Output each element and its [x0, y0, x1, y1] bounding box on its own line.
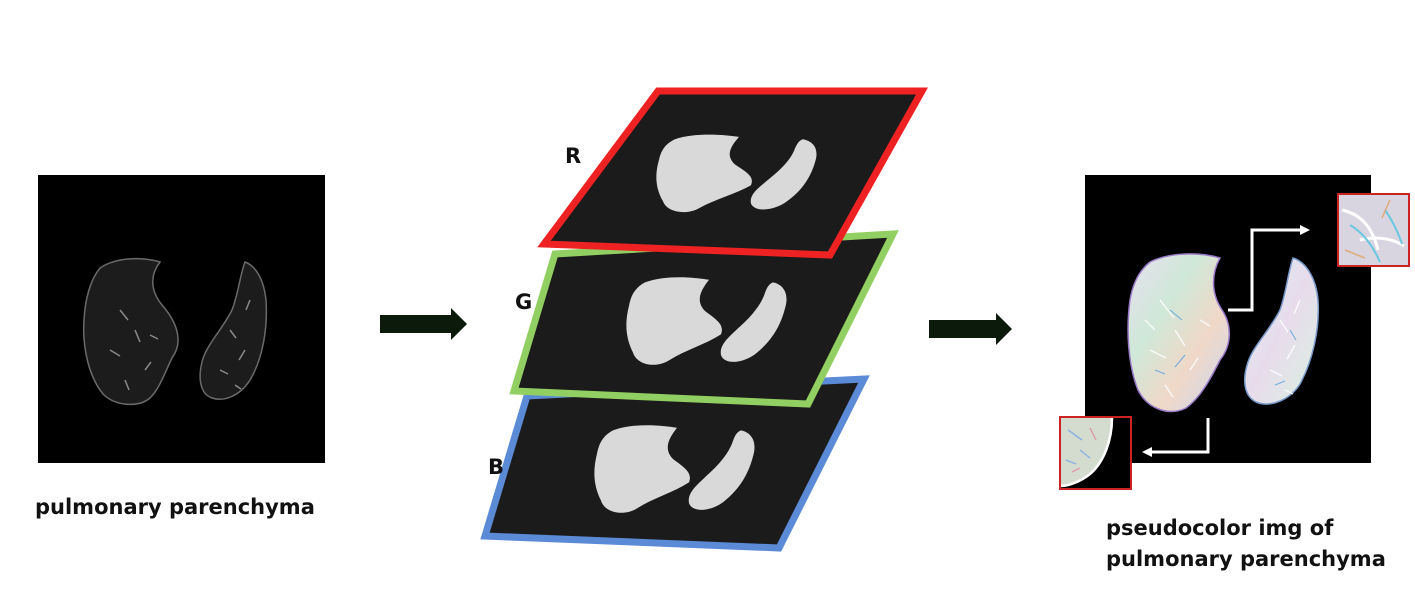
right-arrow-icon — [1300, 225, 1310, 235]
channel-label-g: G — [515, 290, 532, 314]
channel-label-r: R — [565, 144, 581, 168]
input-ct-image — [38, 175, 325, 463]
arrow-to-channels — [380, 308, 467, 340]
left-arrow-icon — [1142, 447, 1152, 457]
input-caption: pulmonary parenchyma — [35, 495, 315, 519]
arrow-to-output — [929, 313, 1012, 345]
output-pseudocolor-image — [1085, 175, 1371, 463]
channel-label-b: B — [488, 455, 504, 479]
zoom-connector-bottom — [1142, 418, 1210, 457]
channel-slice-r — [537, 87, 928, 259]
zoom-connector-top — [1228, 225, 1310, 312]
zoom-inset-top — [1337, 193, 1410, 267]
output-caption-line1: pseudocolor img of — [1106, 516, 1334, 540]
zoom-inset-bottom — [1059, 416, 1132, 490]
right-arrow-icon — [380, 308, 467, 340]
output-caption-line2: pulmonary parenchyma — [1106, 547, 1386, 571]
right-arrow-icon — [929, 313, 1012, 345]
